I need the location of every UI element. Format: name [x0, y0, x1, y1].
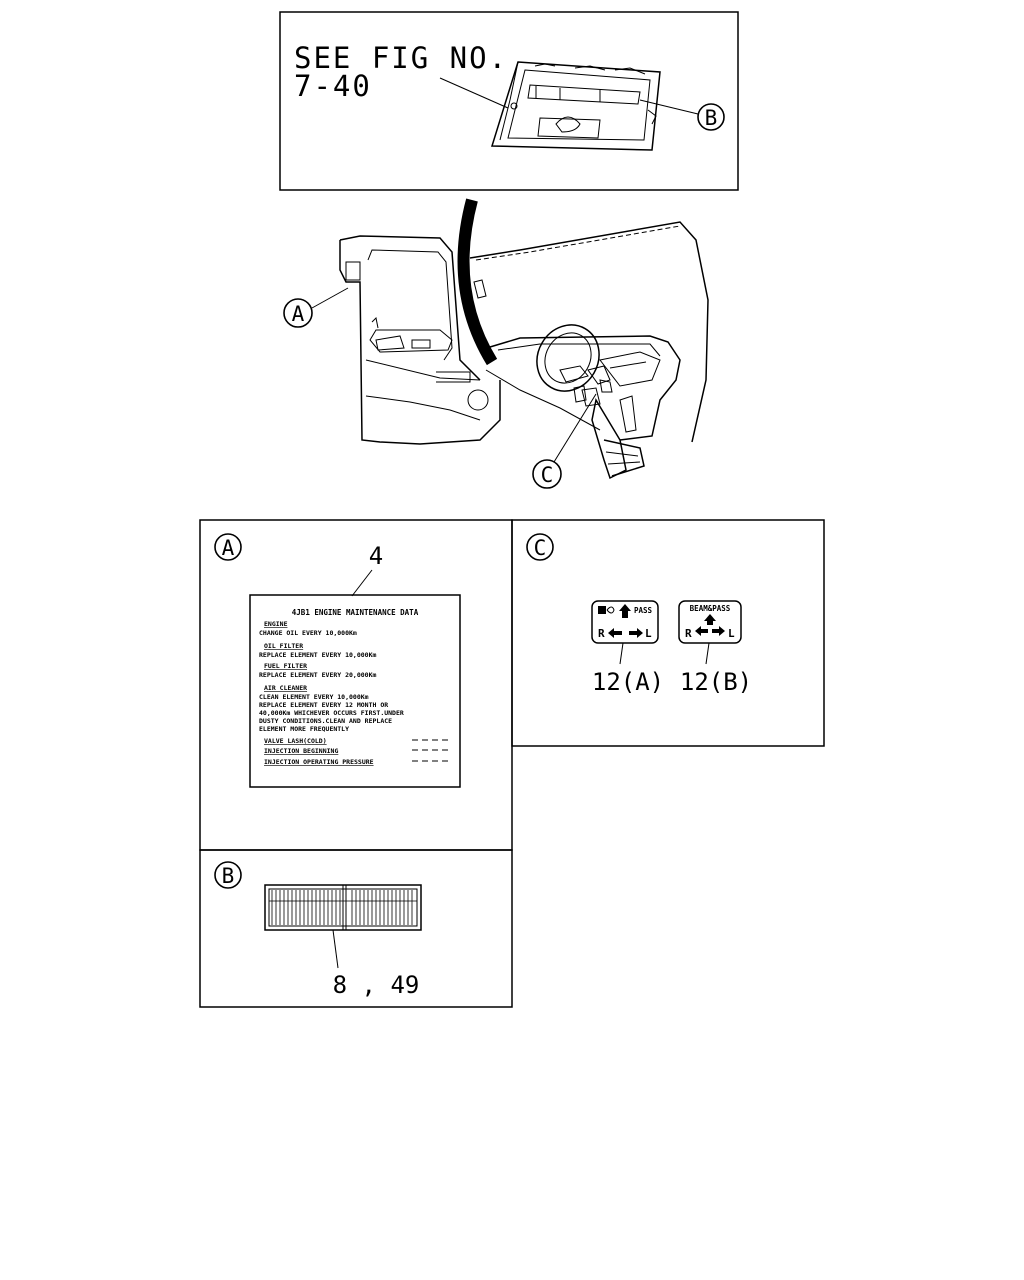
callout-a-panel-text: A [222, 536, 235, 560]
label-line: REPLACE ELEMENT EVERY 20,000Km [259, 671, 376, 679]
label-line: ELEMENT MORE FREQUENTLY [259, 725, 349, 733]
part-ref-4: 4 [369, 542, 383, 570]
label-section-engine: ENGINE [264, 620, 288, 628]
callout-c-cab-text: C [541, 463, 554, 487]
sticker-b-r: R [685, 627, 692, 640]
callout-a-cab [283, 298, 313, 328]
cab-interior-drawing [339, 198, 709, 480]
arrow-up-icon [704, 614, 716, 625]
panel-c: C PASS R L 12(A) BEAM&PASS R L 12(B) [511, 519, 825, 747]
label-line: CHANGE OIL EVERY 10,000Km [259, 629, 357, 637]
engine-maintenance-label [249, 594, 461, 788]
sticker-12b: BEAM&PASS R L [678, 600, 742, 644]
callout-b-top [697, 103, 725, 131]
label-line: REPLACE ELEMENT EVERY 10,000Km [259, 651, 376, 659]
label-line: DUSTY CONDITIONS.CLEAN AND REPLACE [259, 717, 392, 725]
callout-b-panel [214, 861, 242, 889]
part-ref-12b: 12(B) [680, 668, 752, 696]
sticker-12a: PASS R L [591, 600, 659, 644]
part-ref-8-49: 8 , 49 [333, 971, 420, 999]
label-section-fuel-filter: FUEL FILTER [264, 662, 307, 670]
label-spec-valve-lash: VALVE LASH(COLD) [264, 737, 327, 745]
arrow-up-icon [619, 604, 631, 618]
callout-c-panel [526, 533, 554, 561]
label-line: CLEAN ELEMENT EVERY 10,000Km [259, 693, 369, 701]
callout-a-panel [214, 533, 242, 561]
sticker-b-beam-pass: BEAM&PASS [690, 604, 731, 613]
callout-c-cab [532, 459, 562, 489]
sticker-a-pass: PASS [634, 606, 653, 615]
callout-b-top-text: B [705, 106, 718, 130]
see-fig-note-line2: 7-40 [294, 69, 372, 103]
glove-box-drawing [490, 61, 661, 151]
sticker-a-r: R [598, 627, 605, 640]
label-line: 40,000Km WHICHEVER OCCURS FIRST.UNDER [259, 709, 404, 717]
panel-b: B 8 , 49 [199, 849, 513, 1008]
arrow-right-icon [712, 626, 725, 636]
arrow-left-icon [608, 628, 622, 638]
callout-b-panel-text: B [222, 864, 235, 888]
fuse-label-strip [264, 884, 422, 931]
label-title: 4JB1 ENGINE MAINTENANCE DATA [292, 608, 419, 617]
callout-c-panel-text: C [534, 536, 547, 560]
label-line: REPLACE ELEMENT EVERY 12 MONTH OR [259, 701, 388, 709]
see-fig-note-line1: SEE FIG NO. [294, 41, 508, 75]
arrow-right-icon [629, 628, 643, 638]
callout-a-cab-text: A [292, 302, 305, 326]
arrow-left-icon [695, 626, 708, 636]
sticker-b-l: L [728, 627, 735, 640]
panel-a: A 4 4JB1 ENGINE MAINTENANCE DATA ENGINE … [199, 519, 513, 851]
top-inset-box: SEE FIG NO. 7-40 B [279, 11, 739, 191]
label-section-oil-filter: OIL FILTER [264, 642, 303, 650]
part-ref-12a: 12(A) [592, 668, 664, 696]
label-section-air-cleaner: AIR CLEANER [264, 684, 307, 692]
label-spec-injection-pressure: INJECTION OPERATING PRESSURE [264, 758, 374, 766]
sticker-a-l: L [645, 627, 652, 640]
label-spec-injection-beginning: INJECTION BEGINNING [264, 747, 338, 755]
